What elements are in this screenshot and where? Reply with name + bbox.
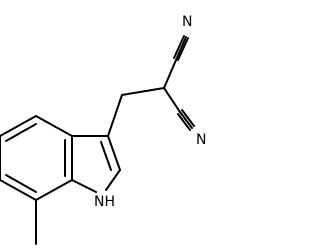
triple-bond-bottom-3 — [179, 111, 193, 129]
structure-canvas: N N NH — [0, 14, 206, 245]
bond-ch2-ch — [121, 87, 165, 96]
nitrile-bottom-n-label: N — [196, 132, 206, 148]
methylene-bridge — [107, 87, 165, 137]
bond-n1-c7a — [71, 179, 97, 193]
bond-c3-c2-double — [100, 141, 112, 171]
bond-c2-n1 — [105, 169, 121, 191]
bond-c3-c2 — [107, 135, 121, 171]
bond-ch-c-nitrile-bottom — [163, 87, 181, 113]
nitrile-top-n-label: N — [182, 14, 192, 30]
nitrile-bonds — [163, 35, 195, 131]
triple-bond-top-1 — [173, 35, 185, 59]
triple-bond-bottom-1 — [177, 113, 191, 131]
bond-c3-ch2 — [107, 94, 123, 137]
molecule-structure: N N NH — [0, 14, 206, 245]
indole-pyrrole-ring — [71, 135, 121, 193]
bond-c6-c7-double — [5, 174, 37, 193]
bond-c4-c5-double — [5, 123, 37, 142]
bond-c7-c7a — [35, 179, 73, 201]
bond-c4-c5 — [0, 115, 37, 137]
triple-bond-top-2 — [177, 37, 189, 61]
bond-c3a-c4 — [35, 115, 73, 137]
indole-nh-label: NH — [94, 194, 115, 210]
indole-benzene-ring — [0, 115, 73, 201]
bond-ch-c-nitrile-top — [163, 59, 177, 89]
triple-bond-top-3 — [175, 36, 187, 61]
triple-bond-bottom-2 — [181, 109, 195, 127]
bond-c6-c7 — [0, 179, 37, 201]
